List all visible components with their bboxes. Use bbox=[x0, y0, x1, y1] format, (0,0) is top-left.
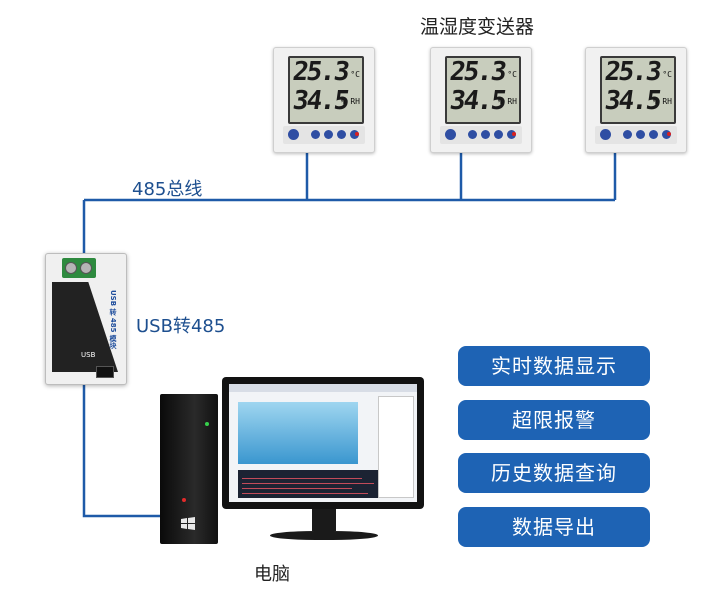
sensor-device-3: 25.3 °C 34.5 % RH bbox=[585, 47, 687, 153]
temperature-reading: 25.3 bbox=[602, 57, 662, 87]
temperature-reading: 25.3 bbox=[290, 57, 350, 87]
humidity-unit: % RH bbox=[340, 97, 360, 106]
temperature-unit: °C bbox=[350, 70, 360, 79]
bus-label: 485总线 bbox=[132, 179, 203, 200]
power-led-icon bbox=[205, 422, 209, 426]
hdd-led-icon bbox=[182, 498, 186, 502]
monitor-stand bbox=[312, 509, 336, 531]
computer-label: 电脑 bbox=[254, 564, 290, 585]
usb-485-converter: USB 转 485 模块 USB bbox=[45, 253, 127, 385]
key-icon bbox=[324, 130, 333, 139]
status-led-icon bbox=[355, 132, 359, 136]
windows-logo-icon bbox=[181, 517, 195, 530]
key-icon bbox=[468, 130, 477, 139]
key-icon bbox=[350, 130, 359, 139]
software-screen bbox=[229, 384, 417, 502]
software-log-panel bbox=[238, 470, 378, 498]
temperature-unit: °C bbox=[507, 70, 517, 79]
key-icon bbox=[337, 130, 346, 139]
pc-monitor bbox=[222, 377, 424, 509]
key-icon bbox=[288, 129, 299, 140]
status-led-icon bbox=[667, 132, 671, 136]
sensor-keypad bbox=[283, 126, 365, 144]
sensor-lcd: 25.3 °C 34.5 % RH bbox=[600, 56, 676, 124]
key-icon bbox=[311, 130, 320, 139]
usb-cable bbox=[82, 383, 162, 518]
key-icon bbox=[481, 130, 490, 139]
sensor-device-2: 25.3 °C 34.5 % RH bbox=[430, 47, 532, 153]
key-icon bbox=[445, 129, 456, 140]
humidity-unit: % RH bbox=[497, 97, 517, 106]
software-menubar bbox=[229, 384, 417, 392]
feature-history-query[interactable]: 历史数据查询 bbox=[458, 453, 650, 493]
monitor-base bbox=[270, 531, 378, 540]
key-icon bbox=[662, 130, 671, 139]
pc-tower bbox=[160, 394, 218, 544]
converter-device-label: USB 转 485 模块 bbox=[109, 290, 117, 349]
temperature-unit: °C bbox=[662, 70, 672, 79]
humidity-unit: % RH bbox=[652, 97, 672, 106]
key-icon bbox=[494, 130, 503, 139]
terminal-block-icon bbox=[62, 258, 96, 278]
sensor-keypad bbox=[595, 126, 677, 144]
status-led-icon bbox=[512, 132, 516, 136]
key-icon bbox=[636, 130, 645, 139]
sensor-device-1: 25.3 °C 34.5 % RH bbox=[273, 47, 375, 153]
software-device-tree bbox=[378, 396, 414, 498]
key-icon bbox=[507, 130, 516, 139]
software-banner bbox=[238, 402, 358, 464]
converter-port-text: USB bbox=[81, 351, 96, 359]
converter-label: USB转485 bbox=[136, 316, 226, 337]
key-icon bbox=[600, 129, 611, 140]
feature-realtime-display[interactable]: 实时数据显示 bbox=[458, 346, 650, 386]
key-icon bbox=[649, 130, 658, 139]
key-icon bbox=[623, 130, 632, 139]
sensors-title: 温湿度变送器 bbox=[420, 16, 535, 38]
sensor-keypad bbox=[440, 126, 522, 144]
feature-over-limit-alarm[interactable]: 超限报警 bbox=[458, 400, 650, 440]
usb-port-icon bbox=[96, 366, 114, 378]
feature-data-export[interactable]: 数据导出 bbox=[458, 507, 650, 547]
sensor-lcd: 25.3 °C 34.5 % RH bbox=[288, 56, 364, 124]
temperature-reading: 25.3 bbox=[447, 57, 507, 87]
sensor-lcd: 25.3 °C 34.5 % RH bbox=[445, 56, 521, 124]
